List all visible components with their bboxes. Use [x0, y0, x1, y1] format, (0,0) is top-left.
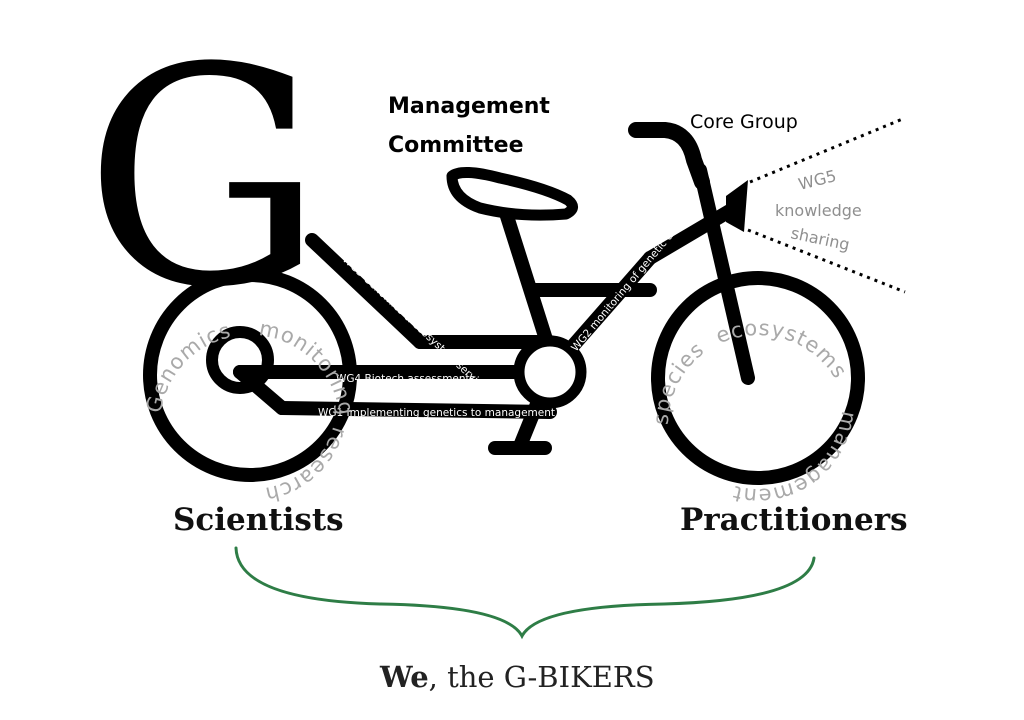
wg4-label: WG4 Biotech assessments: [336, 373, 475, 385]
handlebar: [628, 122, 710, 190]
practitioners-label: Practitioners: [680, 502, 908, 538]
wg5-knowledge-label: knowledge: [775, 201, 862, 220]
caption-rest: , the G-BIKERS: [429, 660, 655, 694]
wg2-label: WG2 monitoring of genetic diversity: [569, 200, 701, 354]
bike-frame: [233, 163, 755, 455]
big-g-letter: G: [84, 4, 324, 353]
wg1-label: WG1 Implementing genetics to management: [318, 407, 555, 419]
caption: We, the G-BIKERS: [379, 660, 655, 694]
scientists-label: Scientists: [173, 502, 344, 538]
word-management: management: [730, 409, 861, 508]
mc-line-2: Committee: [388, 133, 524, 158]
curly-brace: [234, 546, 816, 640]
crank-ring: [513, 335, 587, 409]
front-wheel-words-bottom: management: [730, 409, 861, 508]
management-committee-label: Management Committee: [388, 94, 558, 158]
front-wheel: [651, 271, 865, 485]
mc-line-1: Management: [388, 94, 550, 119]
saddle: [446, 167, 578, 221]
core-group-label: Core Group: [690, 111, 798, 133]
word-ecosystems: ecosystems: [712, 316, 852, 383]
wg5-label: WG5: [796, 166, 838, 194]
wg5-sharing-label: sharing: [789, 223, 851, 254]
caption-bold: We: [379, 660, 429, 694]
headlight: [726, 180, 748, 232]
